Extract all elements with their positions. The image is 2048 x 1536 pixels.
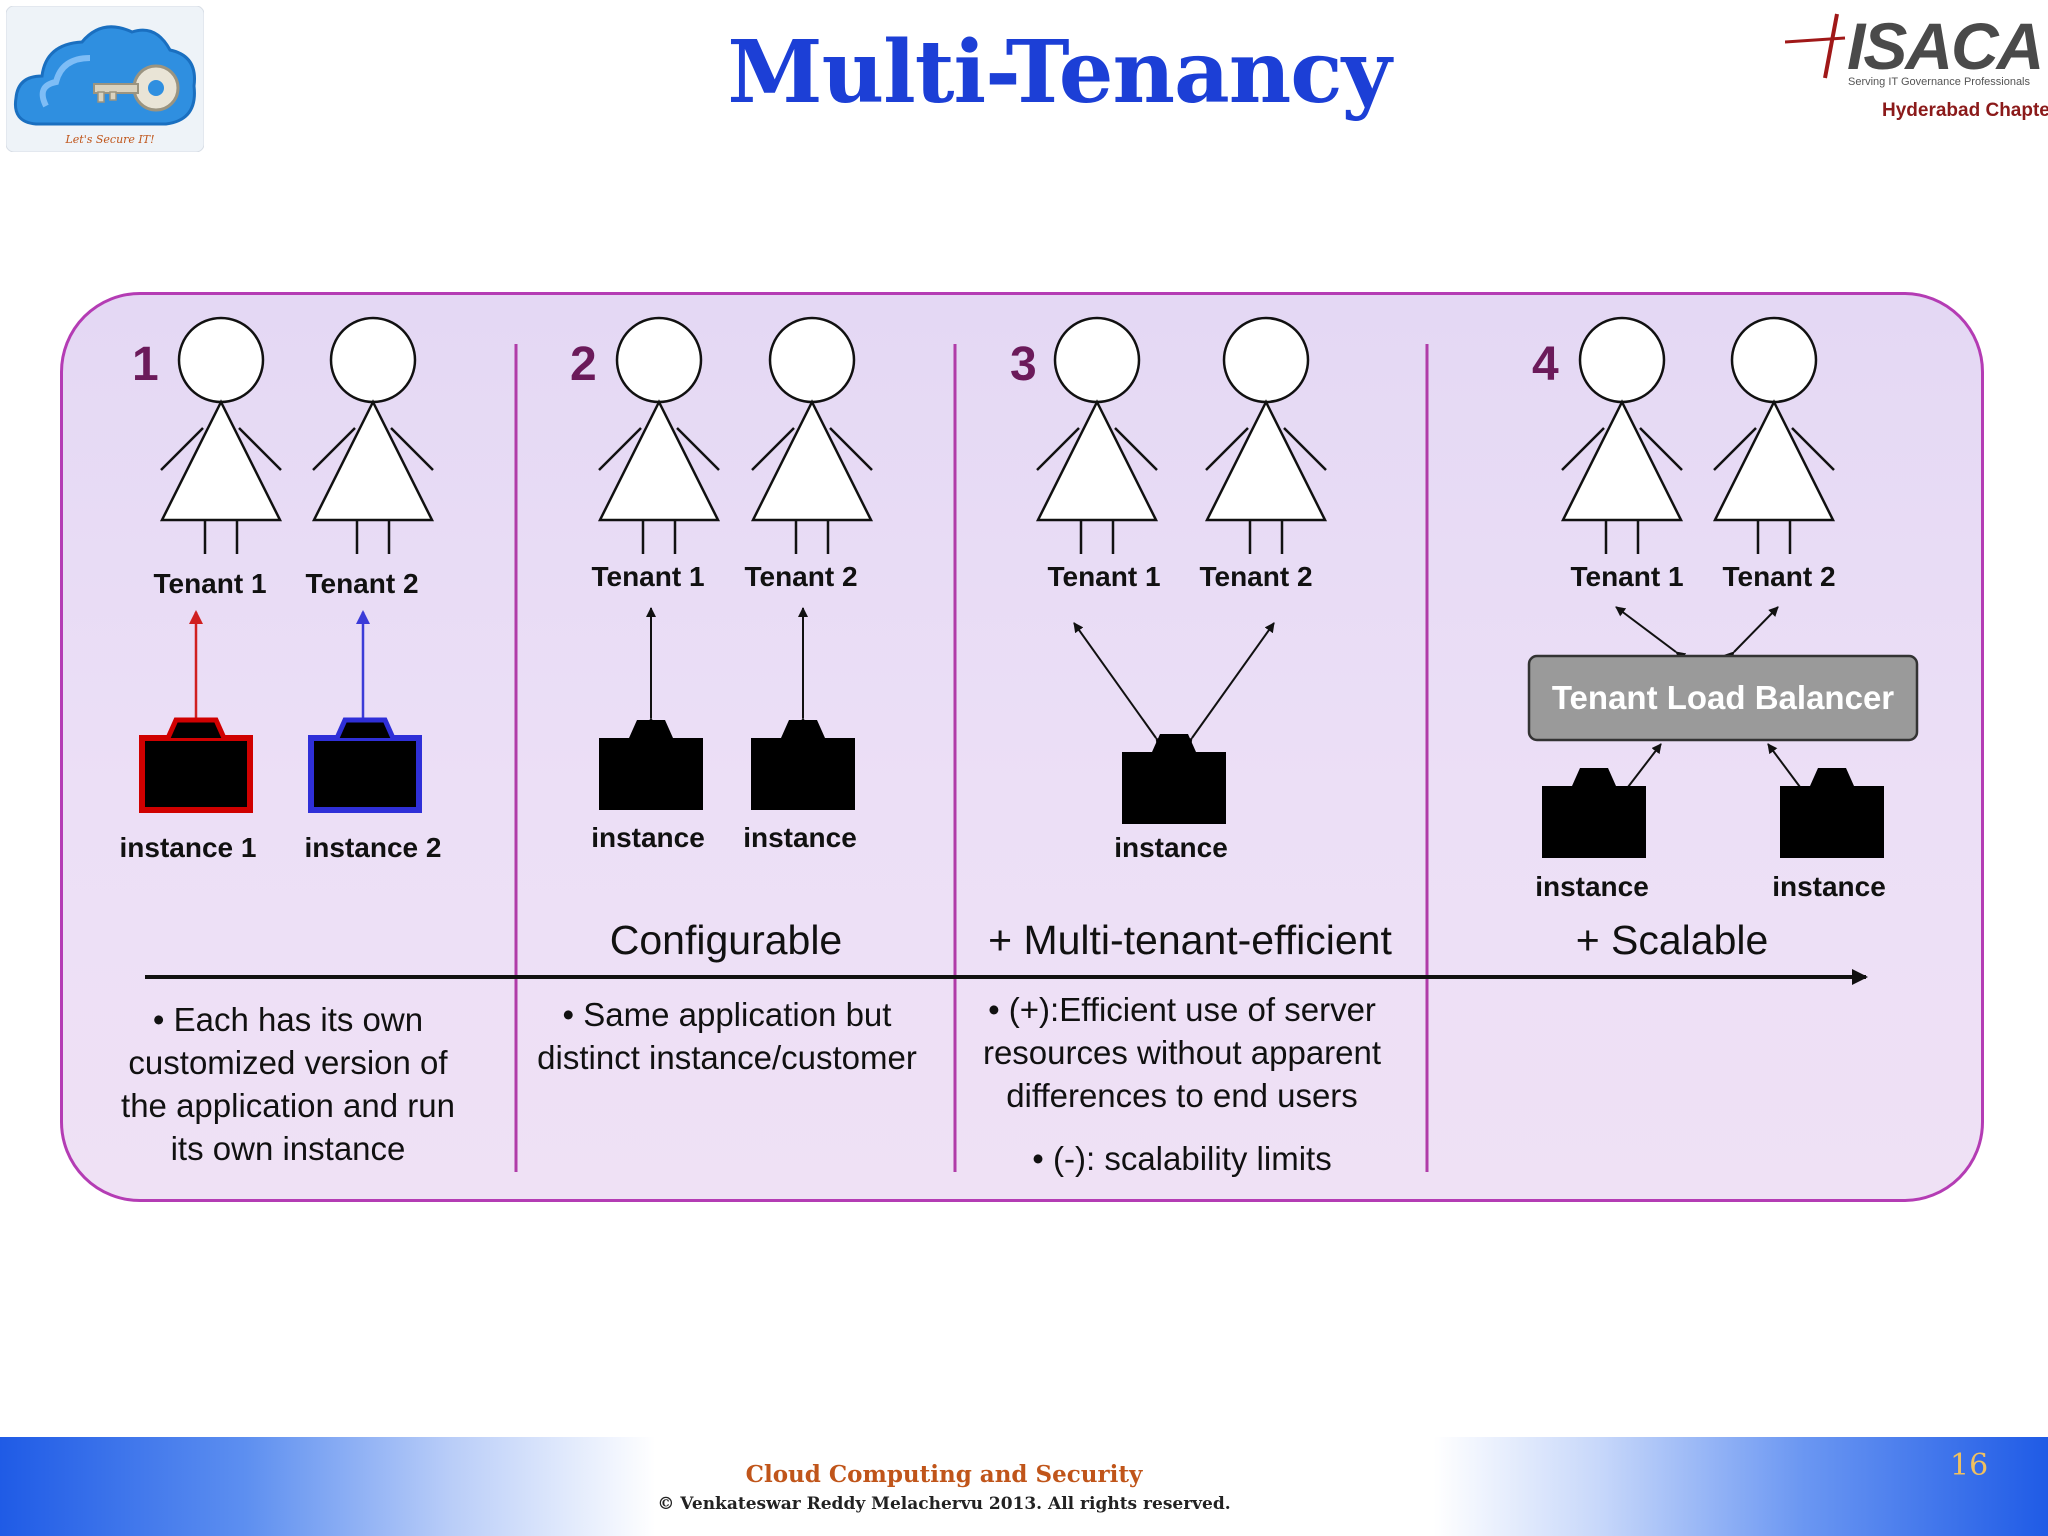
tenant-icon	[1712, 316, 1836, 556]
load-balancer-box	[1527, 654, 1919, 742]
connection-arrow	[1182, 622, 1275, 749]
isaca-wordmark: ISACA	[1847, 9, 2044, 83]
tenant-icon	[597, 316, 721, 556]
logo-caption: Let's Secure IT!	[64, 133, 154, 146]
tenant-label: Tenant 1	[1047, 561, 1160, 592]
tenant-label: Tenant 2	[744, 561, 857, 592]
load-balancer-label: Tenant Load Balancer	[1552, 679, 1894, 716]
tenant-label: Tenant 1	[1570, 561, 1683, 592]
isaca-tagline: Serving IT Governance Professionals	[1848, 76, 2030, 88]
footer-title: Cloud Computing and Security	[745, 1461, 1143, 1488]
connection-arrow	[1767, 743, 1801, 788]
footer-bar	[0, 1437, 2048, 1536]
model-1-description: • Each has its own customized version of…	[121, 1001, 455, 1167]
slide-title: Multi-Tenancy	[727, 22, 1391, 123]
instance-label: instance 1	[120, 832, 257, 863]
connection-arrow	[1627, 743, 1662, 788]
instance-label: instance	[1535, 871, 1649, 902]
tenant-label: Tenant 2	[305, 568, 418, 599]
tenant-icon	[1560, 316, 1684, 556]
stage-label: Configurable	[610, 917, 843, 963]
instance-label: instance	[1772, 871, 1886, 902]
instance-server	[1122, 734, 1226, 824]
model-number: 2	[570, 338, 597, 391]
instance-label: instance	[591, 822, 705, 853]
tenant-label: Tenant 1	[591, 561, 704, 592]
isaca-logo: ISACA Serving IT Governance Professional…	[1785, 8, 2048, 128]
instance-label: instance	[743, 822, 857, 853]
page-number: 16	[1950, 1448, 1989, 1483]
model-3-limitation: • (-): scalability limits	[1032, 1140, 1332, 1177]
instance-label: instance 2	[305, 832, 442, 863]
connection-arrow	[1615, 606, 1687, 662]
instance-label: instance	[1114, 832, 1228, 863]
tenant-icon	[1035, 316, 1159, 556]
tenant-label: Tenant 2	[1199, 561, 1312, 592]
isaca-chapter: Hyderabad Chapter	[1882, 100, 2048, 121]
tenant-icon	[750, 316, 874, 556]
model-number: 1	[132, 338, 159, 391]
model-3-description: • (+):Efficient use of server resources …	[982, 991, 1382, 1114]
instance-server	[1542, 768, 1646, 858]
stage-label: + Scalable	[1576, 917, 1769, 963]
connection-arrow	[1724, 606, 1779, 662]
instance-server	[751, 720, 855, 810]
model-2-description: • Same application but distinct instance…	[537, 996, 917, 1076]
instance-1-server	[139, 717, 253, 813]
tenant-icon	[159, 316, 283, 556]
model-number: 3	[1010, 338, 1037, 391]
tenant-icon	[1204, 316, 1328, 556]
cloud-key-logo: Let's Secure IT!	[5, 5, 205, 153]
instance-server	[599, 720, 703, 810]
footer-copyright: © Venkateswar Reddy Melachervu 2013. All…	[657, 1494, 1231, 1514]
tenant-label: Tenant 1	[153, 568, 266, 599]
instance-2-server	[308, 717, 422, 813]
tenant-icon	[311, 316, 435, 556]
model-number: 4	[1532, 338, 1559, 391]
stage-label: + Multi-tenant-efficient	[988, 917, 1392, 963]
connection-arrow	[1073, 622, 1166, 749]
tenant-label: Tenant 2	[1722, 561, 1835, 592]
